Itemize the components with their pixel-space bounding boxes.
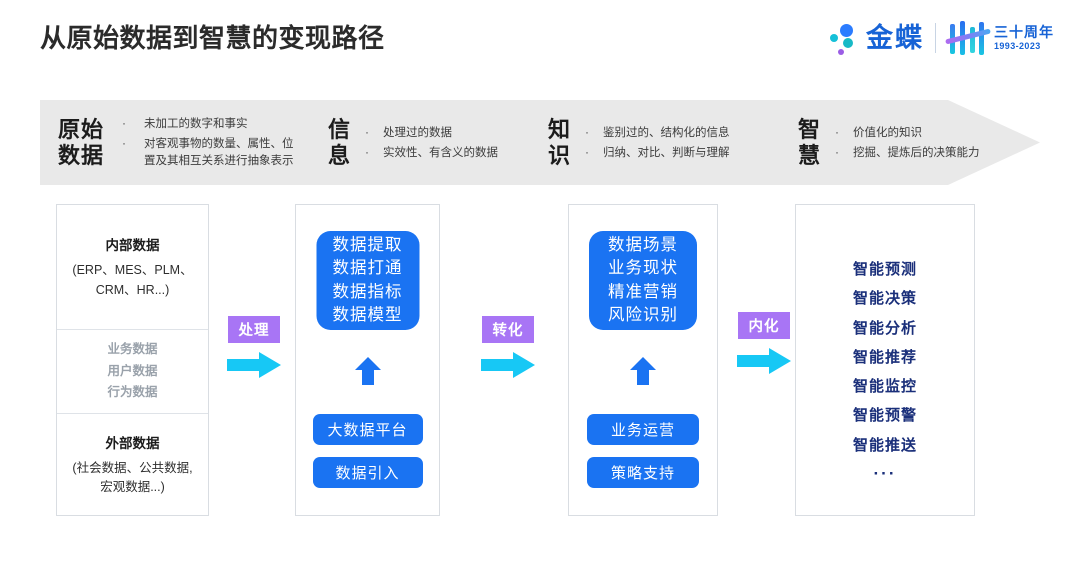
- anniversary-badge: 三十周年 1993-2023: [945, 19, 1054, 57]
- right-arrow-icon: [227, 352, 281, 378]
- column-analysis: 数据提取 数据打通 数据指标 数据模型 大数据平台 数据引入 分析: [295, 204, 440, 516]
- analysis-pill-platform: 大数据平台: [312, 414, 423, 445]
- section-subtext: (社会数据、公共数据, 宏观数据...): [72, 460, 193, 494]
- anniversary-label: 三十周年: [994, 23, 1054, 40]
- analysis-card: 数据提取 数据打通 数据指标 数据模型 大数据平台 数据引入: [295, 204, 440, 516]
- band-stage-bullets: · 鉴别过的、结构化的信息 · 归纳、对比、判断与理解: [585, 123, 730, 163]
- band-stage-bullets: · 未加工的数字和事实 · 对客观事物的数量、属性、位 置及其相互关系进行抽象表…: [122, 115, 294, 168]
- band-stage-knowledge: 知 识 · 鉴别过的、结构化的信息 · 归纳、对比、判断与理解: [548, 100, 730, 185]
- list-item-more: ···: [873, 463, 897, 483]
- data-type-item: 行为数据: [107, 385, 158, 400]
- bullet-dot: ·: [835, 124, 840, 139]
- band-stage-key: 原始 数据: [58, 116, 105, 168]
- list-item: 智能推送: [852, 436, 917, 454]
- connector-badge: 内化: [738, 312, 790, 339]
- up-arrow-icon: [630, 357, 656, 385]
- column-intelligence: 智能预测 智能决策 智能分析 智能推荐 智能监控 智能预警 智能推送 ··· 智…: [795, 204, 975, 516]
- connector-transformation: 转化: [477, 316, 539, 380]
- section-data-types: 业务数据 用户数据 行为数据: [57, 330, 208, 414]
- band-stage-bullets: · 价值化的知识 · 挖掘、提炼后的决策能力: [835, 123, 980, 163]
- maturity-arrow-band: 原始 数据 · 未加工的数字和事实 · 对客观事物的数量、属性、位 置及其相互关…: [40, 100, 1040, 185]
- application-pill-operations: 业务运营: [587, 414, 699, 445]
- analysis-capability-box: 数据提取 数据打通 数据指标 数据模型: [316, 231, 419, 330]
- list-item: 智能监控: [852, 378, 917, 395]
- application-pill-strategy: 策略支持: [587, 457, 699, 488]
- section-external-data: 外部数据 (社会数据、公共数据, 宏观数据...): [57, 414, 208, 515]
- band-stage-wisdom: 智 慧 · 价值化的知识 · 挖掘、提炼后的决策能力: [798, 100, 980, 185]
- list-item: 智能预警: [852, 407, 917, 425]
- analysis-pill-ingest: 数据引入: [312, 457, 423, 488]
- intelligence-capability-list: 智能预测 智能决策 智能分析 智能推荐 智能监控 智能预警 智能推送 ···: [796, 255, 974, 487]
- list-item: 智能分析: [852, 319, 917, 337]
- band-stage-key: 知 识: [548, 116, 572, 168]
- band-stage-raw-data: 原始 数据 · 未加工的数字和事实 · 对客观事物的数量、属性、位 置及其相互关…: [58, 100, 294, 185]
- column-application: 数据场景 业务现状 精准营销 风险识别 业务运营 策略支持 应用: [568, 204, 718, 516]
- bullet-dot: ·: [835, 144, 840, 159]
- logo-dots-icon: [828, 21, 862, 55]
- column-data: 内部数据 (ERP、MES、PLM、 CRM、HR...) 业务数据 用户数据 …: [56, 204, 209, 516]
- bullet-dot: ·: [585, 124, 590, 139]
- logo-divider: [935, 23, 936, 53]
- band-stage-information: 信 息 · 处理过的数据 · 实效性、有含义的数据: [328, 100, 498, 185]
- application-scenario-box: 数据场景 业务现状 精准营销 风险识别: [589, 231, 697, 330]
- band-stage-key: 智 慧: [798, 116, 822, 168]
- list-item: 智能预测: [852, 261, 917, 278]
- connector-internalization: 内化: [733, 312, 795, 376]
- page-title: 从原始数据到智慧的变现路径: [40, 23, 385, 53]
- up-arrow-icon: [354, 357, 381, 385]
- kingdee-logo: 金蝶 三十周年 1993-2023: [828, 18, 1054, 58]
- data-type-item: 用户数据: [107, 363, 158, 378]
- right-arrow-icon: [481, 352, 535, 378]
- connector-badge: 处理: [228, 316, 280, 343]
- list-item: 智能推荐: [852, 348, 917, 366]
- band-stage-bullets: · 处理过的数据 · 实效性、有含义的数据: [365, 123, 498, 163]
- data-card: 内部数据 (ERP、MES、PLM、 CRM、HR...) 业务数据 用户数据 …: [56, 204, 209, 516]
- band-stage-key: 信 息: [328, 116, 352, 168]
- bullet-dot: ·: [585, 144, 590, 159]
- connector-processing: 处理: [223, 316, 285, 380]
- section-internal-data: 内部数据 (ERP、MES、PLM、 CRM、HR...): [57, 205, 208, 330]
- bullet-dot: ·: [365, 144, 370, 159]
- bullet-dot: ·: [365, 124, 370, 139]
- application-card: 数据场景 业务现状 精准营销 风险识别 业务运营 策略支持: [568, 204, 718, 516]
- brand-name: 金蝶: [866, 22, 924, 53]
- intelligence-card: 智能预测 智能决策 智能分析 智能推荐 智能监控 智能预警 智能推送 ···: [795, 204, 975, 516]
- bullet-dot: ·: [122, 135, 127, 150]
- connector-badge: 转化: [482, 316, 534, 343]
- right-arrow-icon: [737, 348, 791, 374]
- list-item: 智能决策: [852, 290, 917, 308]
- section-subtext: (ERP、MES、PLM、 CRM、HR...): [72, 263, 193, 297]
- anniversary-mark-icon: [945, 19, 991, 57]
- anniversary-years: 1993-2023: [994, 40, 1041, 51]
- data-type-item: 业务数据: [107, 342, 158, 357]
- bullet-dot: ·: [122, 115, 127, 130]
